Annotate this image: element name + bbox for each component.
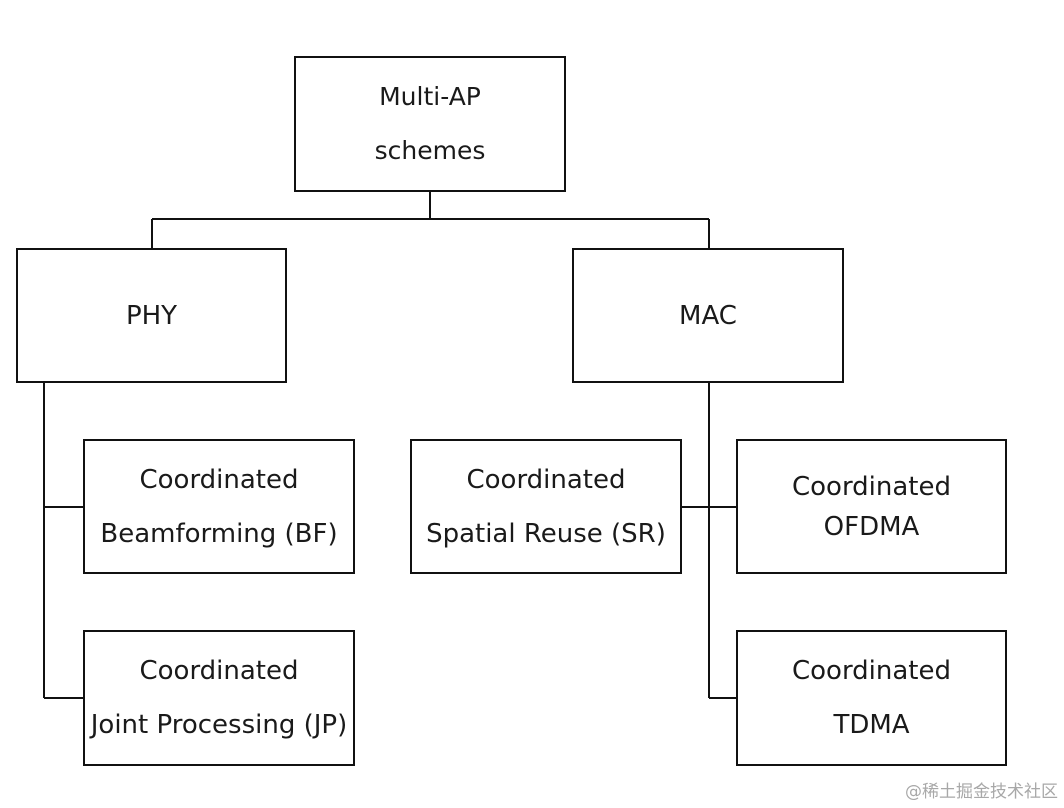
- node-phy: PHY: [16, 248, 287, 383]
- node-jp-line1: Coordinated: [139, 656, 299, 686]
- node-multi-ap-schemes: Multi-AP schemes: [294, 56, 566, 192]
- node-coordinated-sr: Coordinated Spatial Reuse (SR): [410, 439, 682, 574]
- node-bf-line1: Coordinated: [139, 464, 299, 495]
- node-tdma-line2: TDMA: [833, 710, 910, 740]
- node-coordinated-bf: Coordinated Beamforming (BF): [83, 439, 355, 574]
- node-ofdma-line1: Coordinated: [791, 471, 952, 502]
- watermark-text: @稀土掘金技术社区: [905, 782, 1058, 802]
- node-ofdma-line2: OFDMA: [823, 511, 920, 542]
- node-coordinated-jp: Coordinated Joint Processing (JP): [83, 630, 355, 766]
- node-sr-line1: Coordinated: [466, 464, 626, 495]
- node-sr-line2: Spatial Reuse (SR): [426, 518, 666, 549]
- node-bf-line2: Beamforming (BF): [100, 518, 338, 549]
- node-jp-line2: Joint Processing (JP): [90, 710, 348, 740]
- node-mac: MAC: [572, 248, 844, 383]
- node-coordinated-tdma: Coordinated TDMA: [736, 630, 1007, 766]
- node-multi-ap-line1: Multi-AP: [379, 82, 481, 111]
- node-phy-label: PHY: [125, 300, 178, 331]
- node-tdma-line1: Coordinated: [791, 656, 952, 686]
- node-multi-ap-line2: schemes: [374, 136, 486, 165]
- node-coordinated-ofdma: Coordinated OFDMA: [736, 439, 1007, 574]
- node-mac-label: MAC: [679, 300, 737, 331]
